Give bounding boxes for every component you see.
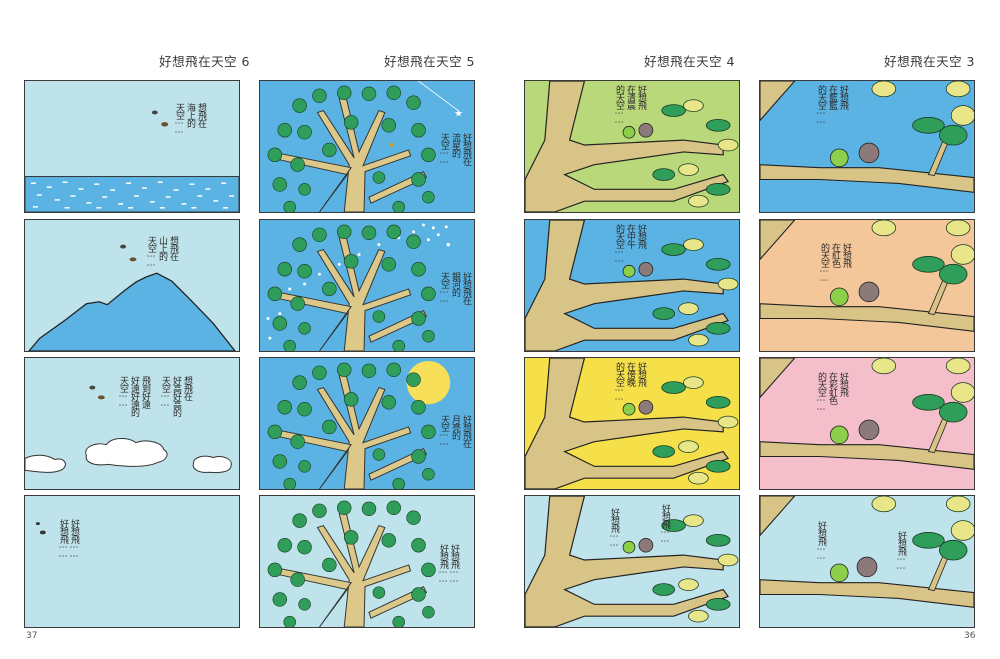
bird-icon (151, 110, 158, 115)
frog-character (829, 563, 849, 583)
caption: 好想飛 在中午 的天空⋯⋯ (614, 224, 646, 266)
bird-icon (389, 143, 395, 147)
panel-empty-sky: 好想飛⋯⋯ 好想飛⋯⋯ (24, 495, 240, 628)
caption: 好想飛在 銀河的 天空⋯⋯ (439, 272, 471, 306)
frog-character (622, 540, 636, 554)
tree-illustration (267, 360, 451, 489)
panel-tree: 好想飛⋯⋯ 好想飛⋯⋯ (259, 495, 475, 628)
bird-icon (97, 395, 105, 400)
branch-illustration (525, 81, 739, 212)
sky-illustration (35, 522, 46, 535)
bird-icon (89, 385, 96, 390)
panel-clouds: 想飛在 好高好高的 天空⋯⋯ 飛到好遠 好遠好遠的 天空⋯⋯ (24, 357, 240, 490)
caption: 好想飛在 流星的 天空⋯⋯ (439, 133, 471, 167)
frog-character (829, 425, 849, 445)
frog-character (622, 264, 636, 278)
star-icon: ★ (454, 108, 463, 119)
caption-secondary: 好想飛⋯⋯ (438, 544, 448, 586)
bird-icon (35, 522, 40, 526)
panel-close-branch: 好想飛⋯⋯ 好想飛⋯⋯ (759, 495, 975, 628)
panel-branch-evening: 好想飛 在傍晚 的天空⋯⋯ (524, 357, 740, 490)
moon-icon (406, 360, 451, 405)
frog-character (622, 402, 636, 416)
branch-illustration (525, 220, 739, 351)
page-number-left: 37 (26, 631, 38, 641)
mouse-character (856, 556, 878, 578)
caption: 好想飛 在紅色 的天空⋯⋯ (819, 243, 851, 285)
panel-tree-milky-way: 好想飛在 銀河的 天空⋯⋯ (259, 219, 475, 352)
caption: 好想飛 在彩虹色 的天空⋯⋯ (816, 372, 848, 414)
panel-tree-shooting-star: ★ 好想飛在 流星的 天空⋯⋯ (259, 80, 475, 213)
bird-icon (39, 530, 46, 535)
panel-mountain: 想飛在 山上的 天空⋯⋯ (24, 219, 240, 352)
caption: 好想飛 在藍藍 的天空⋯⋯ (816, 85, 848, 127)
branch-illustration (525, 358, 739, 489)
caption: 好想飛 在清晨 的天空⋯⋯ (614, 85, 646, 127)
page-number-right: 36 (964, 631, 976, 641)
caption-secondary: 好想飛⋯⋯ (896, 531, 906, 573)
tree-illustration (267, 500, 436, 627)
caption: 好想飛⋯⋯ (609, 508, 619, 550)
column-title-3: 好想飛在天空 3 (884, 54, 975, 69)
clouds-illustration (25, 385, 232, 474)
close-branch-illustration (760, 358, 974, 470)
sea-illustration (25, 110, 239, 212)
caption: 想飛在 好高好高的 天空⋯⋯ (160, 376, 192, 416)
tree-illustration (266, 223, 451, 351)
frog-character (829, 148, 849, 168)
panel-branch-noon: 好想飛 在中午 的天空⋯⋯ (524, 219, 740, 352)
close-branch-illustration (760, 81, 974, 193)
panel-sea: 想飛在 海上的 天空⋯⋯ (24, 80, 240, 213)
mouse-character (858, 142, 880, 164)
panel-close-branch-red: 好想飛 在紅色 的天空⋯⋯ (759, 219, 975, 352)
mouse-character (858, 419, 880, 441)
mouse-character (638, 261, 654, 277)
caption-secondary: 好想飛⋯⋯ (58, 519, 68, 561)
panel-close-branch-rainbow: 好想飛 在彩虹色 的天空⋯⋯ (759, 357, 975, 490)
close-branch-illustration (760, 220, 974, 332)
caption: 好想飛⋯⋯ (449, 544, 459, 586)
caption-secondary: 飛到好遠 好遠好遠的 天空⋯⋯ (118, 376, 150, 416)
panel-branch-morning: 好想飛 在清晨 的天空⋯⋯ (524, 80, 740, 213)
mouse-character (638, 122, 654, 138)
frog-character (622, 125, 636, 139)
panel-branch: 好想飛⋯⋯ 好想飛⋯⋯ (524, 495, 740, 628)
bird-icon (129, 257, 137, 262)
caption: 想飛在 山上的 天空⋯⋯ (146, 236, 178, 270)
caption: 好想飛⋯⋯ (816, 521, 826, 563)
bird-icon (161, 122, 169, 127)
bird-icon (120, 244, 127, 249)
caption: 想飛在 海上的 天空⋯⋯ (174, 103, 206, 137)
column-title-5: 好想飛在天空 5 (384, 54, 475, 69)
close-branch-illustration (760, 496, 974, 608)
mouse-character (638, 537, 654, 553)
column-title-6: 好想飛在天空 6 (159, 54, 250, 69)
caption: 好想飛 在傍晚 的天空⋯⋯ (614, 362, 646, 404)
panel-close-branch-blue: 好想飛 在藍藍 的天空⋯⋯ (759, 80, 975, 213)
caption: 好想飛在 月亮的 天空⋯⋯ (439, 415, 471, 449)
branch-illustration (525, 496, 739, 627)
mouse-character (638, 399, 654, 415)
mountain-illustration (28, 244, 236, 351)
tree-illustration: ★ (267, 81, 463, 212)
caption-secondary: 好想飛⋯⋯ (660, 504, 670, 546)
column-title-4: 好想飛在天空 4 (644, 54, 735, 69)
mouse-character (858, 281, 880, 303)
panel-tree-moon: 好想飛在 月亮的 天空⋯⋯ (259, 357, 475, 490)
caption: 好想飛⋯⋯ (69, 519, 79, 561)
frog-character (829, 287, 849, 307)
